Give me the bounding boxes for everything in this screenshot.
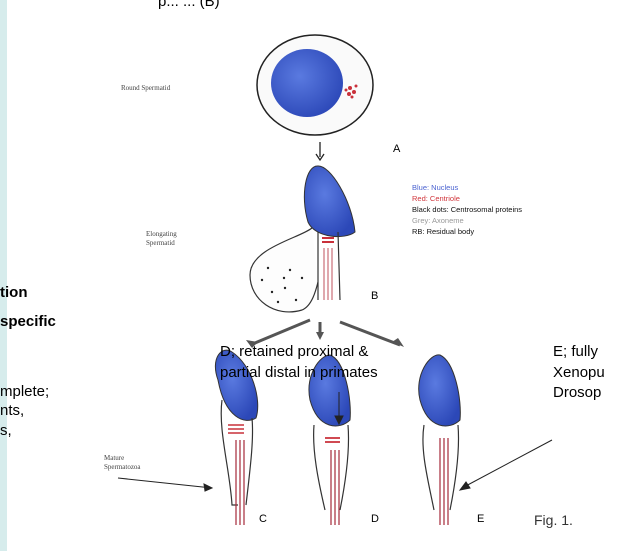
label-e: E <box>477 513 484 525</box>
cut-left-line3: mplete; <box>0 383 49 400</box>
arrows-b-to-mature <box>250 320 400 345</box>
elongating-spermatid-cell <box>250 166 355 312</box>
top-cut-text: p... ... (B) <box>158 0 220 10</box>
label-c: C <box>259 513 267 525</box>
label-mature-1: Mature <box>104 454 124 462</box>
cut-left-line4: nts, <box>0 402 24 419</box>
callout-d-line1: D; retained proximal & <box>220 343 368 360</box>
label-d: D <box>371 513 379 525</box>
label-elongating-1: Elongating <box>146 230 177 238</box>
legend-blue: Blue: Nucleus <box>412 182 522 193</box>
cut-left-line2: specific <box>0 313 56 330</box>
legend-rb: RB: Residual body <box>412 226 522 237</box>
legend-red: Red: Centriole <box>412 193 522 204</box>
legend-black: Black dots: Centrosomal proteins <box>412 204 522 215</box>
callout-e-line3: Drosop <box>553 384 601 401</box>
callout-e-line2: Xenopu <box>553 364 605 381</box>
label-mature-2: Spermatozoa <box>104 463 141 471</box>
callout-d-line2: partial distal in primates <box>220 364 378 381</box>
figure-label: Fig. 1. <box>534 512 573 528</box>
label-round-spermatid: Round Spermatid <box>121 84 170 92</box>
round-spermatid-cell <box>257 35 373 135</box>
cut-left-line1: tion <box>0 284 28 301</box>
mature-spermatozoa-e <box>419 355 461 525</box>
legend: Blue: Nucleus Red: Centriole Black dots:… <box>412 182 522 237</box>
legend-grey: Grey: Axoneme <box>412 215 522 226</box>
cut-left-line5: s, <box>0 422 12 439</box>
label-a: A <box>393 143 400 155</box>
label-elongating-2: Spermatid <box>146 239 175 247</box>
callout-e-line1: E; fully <box>553 343 598 360</box>
label-b: B <box>371 290 378 302</box>
